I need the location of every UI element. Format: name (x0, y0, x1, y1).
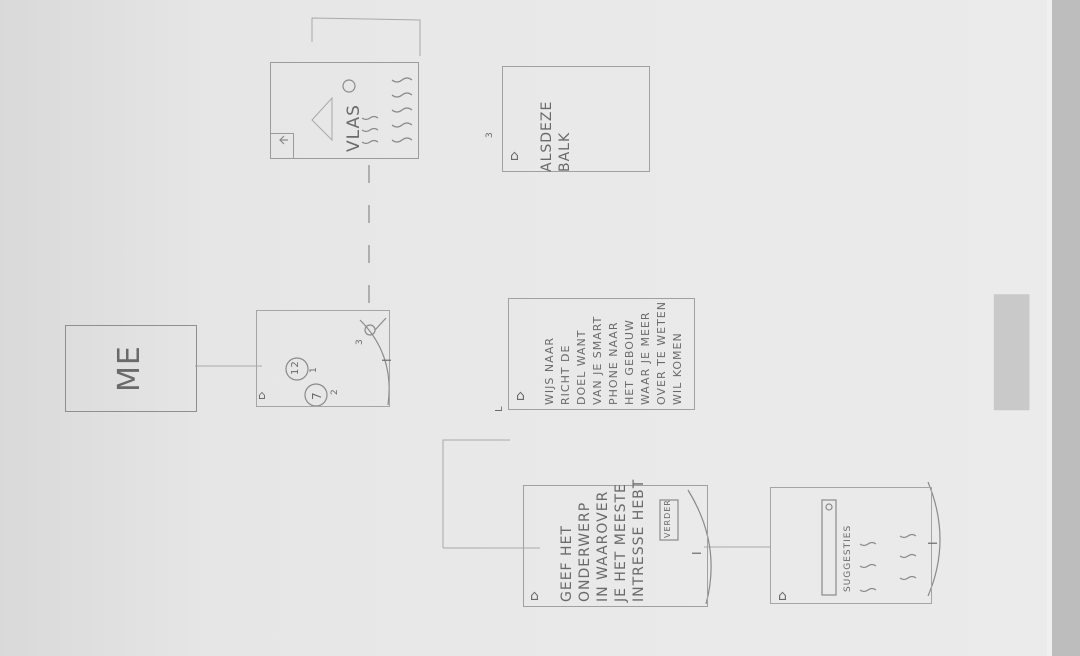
search-icon (825, 503, 833, 511)
wijs-line: PHONE NAAR (607, 321, 620, 405)
number-3b: 3 (485, 131, 495, 138)
wijs-line: RICHT DE (559, 344, 572, 405)
cursor-i-2: I (690, 550, 704, 555)
wijs-frame (508, 298, 695, 410)
paper-edge (1047, 0, 1052, 656)
circle-12-label: 12 (290, 360, 301, 375)
wave (391, 122, 413, 128)
plus-icon (342, 79, 356, 93)
home-icon[interactable]: ⌂ (530, 588, 539, 604)
home-icon[interactable]: ⌂ (516, 388, 525, 404)
verder-button[interactable]: VERDER (663, 499, 672, 538)
vlas-back-tab[interactable] (270, 133, 294, 159)
alsdeze-line1: ALSDEZE (539, 100, 555, 172)
geef-frame (523, 485, 708, 607)
geef-line: IN WAAROVER (595, 490, 611, 602)
number-3: 3 (355, 338, 365, 345)
cursor-i: I (380, 357, 394, 362)
wave (859, 563, 877, 569)
wave (391, 77, 413, 83)
wave (361, 139, 379, 145)
geef-text: GEEF HET ONDERWERP IN WAAROVER JE HET ME… (558, 479, 648, 602)
wave (361, 127, 379, 133)
wave (361, 115, 379, 121)
verder-box (659, 499, 679, 541)
wave (859, 541, 877, 547)
wave (391, 92, 413, 98)
wave (391, 107, 413, 113)
wijs-line: OVER TE WETEN (655, 301, 668, 405)
map-marker (311, 96, 333, 142)
geef-line: ONDERWERP (577, 501, 593, 602)
wijs-line: VAN JE SMART (591, 315, 604, 405)
cursor-i-3: I (926, 540, 940, 545)
sketch-paper (0, 0, 1052, 656)
phone-curve-1 (687, 489, 712, 605)
wave (899, 575, 917, 581)
wave (391, 137, 413, 143)
alsdeze-text: ALSDEZE BALK (538, 101, 574, 172)
wave (899, 533, 917, 539)
geef-line: INTRESSE HEBT (631, 478, 647, 602)
alsdeze-frame (502, 66, 650, 172)
geef-line: GEEF HET (559, 525, 575, 602)
suggesties-label: SUGGESTIES (843, 524, 853, 592)
wave (859, 587, 877, 593)
wijs-line: WIJS NAAR (543, 336, 556, 405)
wave (899, 553, 917, 559)
label-L: L (494, 405, 505, 412)
vlas-label: VLAS (344, 104, 364, 152)
home-icon[interactable]: ⌂ (258, 388, 266, 402)
wijs-line: WIL KOMEN (671, 332, 684, 405)
home-icon[interactable]: ⌂ (510, 148, 519, 164)
circle-7-label: 7 (310, 391, 324, 400)
wijs-line: WAAR JE MEER (639, 311, 652, 406)
faint-frame (311, 17, 421, 56)
search-box (821, 499, 837, 596)
flow-line-1 (442, 439, 510, 548)
me-panel (65, 325, 197, 412)
compass-frame (256, 310, 390, 407)
vlas-frame (270, 62, 419, 159)
me-label: ME (112, 345, 147, 392)
wijs-line: DOEL WANT (575, 329, 588, 405)
geef-line: JE HET MEESTE (613, 483, 629, 602)
number-2: 2 (330, 388, 340, 395)
suggesties-frame (770, 487, 932, 604)
number-1: 1 (309, 366, 319, 373)
alsdeze-line2: BALK (557, 131, 573, 172)
wijs-line: HET GEBOUW (623, 319, 636, 405)
phone-curve-2 (927, 481, 941, 597)
circle-12 (285, 357, 309, 381)
wijs-text: WIJS NAAR RICHT DE DOEL WANT VAN JE SMAR… (542, 301, 686, 405)
background-edge (1052, 0, 1080, 656)
home-icon[interactable]: ⌂ (778, 588, 787, 604)
